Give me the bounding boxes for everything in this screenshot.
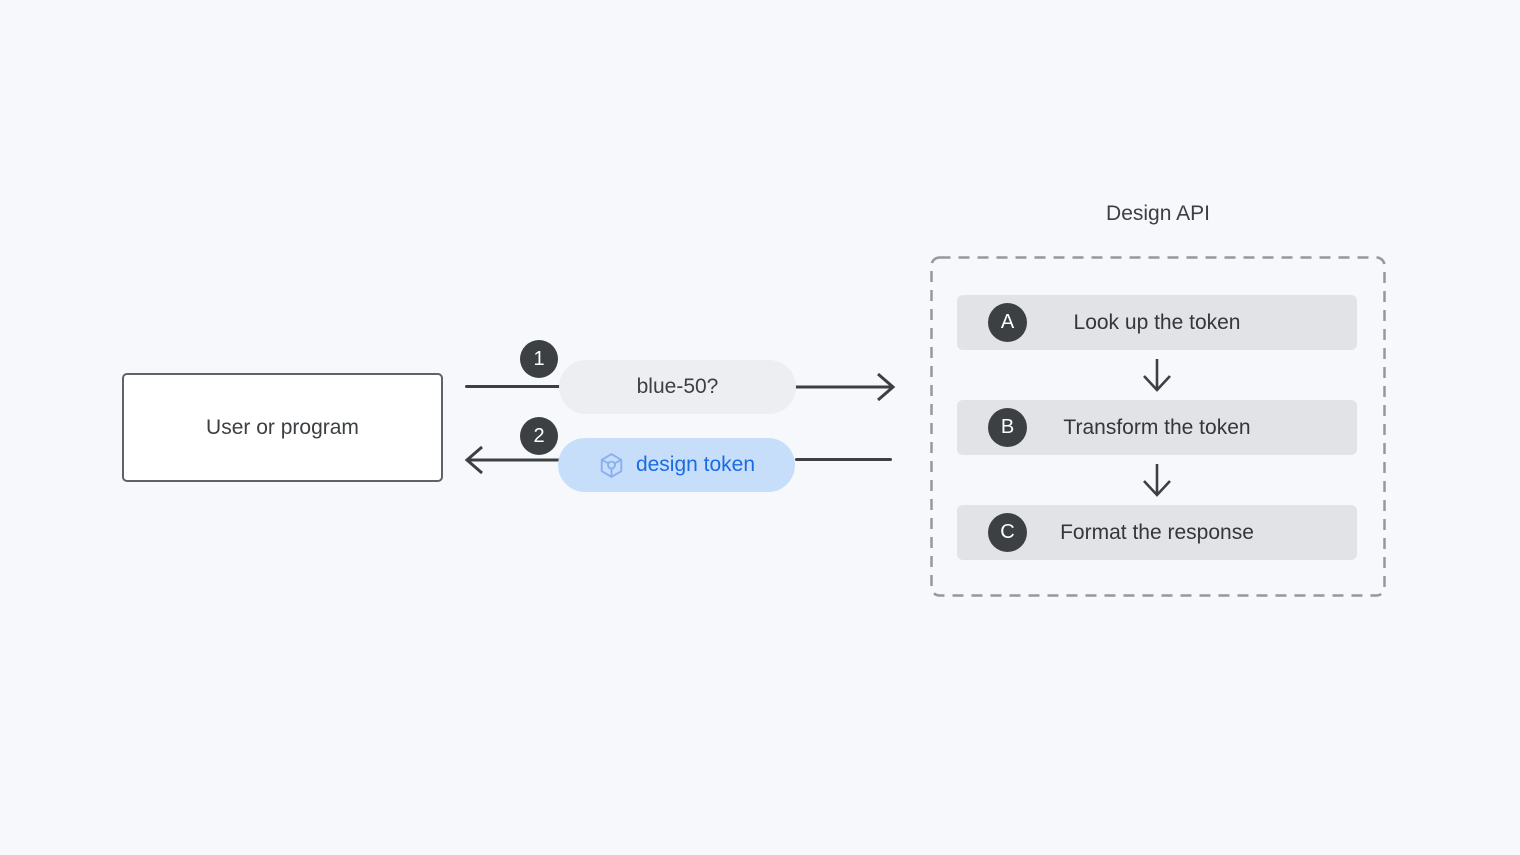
step-2-badge: 2: [520, 417, 558, 455]
request-arrow-right: [794, 372, 896, 402]
api-step-transform: B Transform the token: [957, 400, 1357, 455]
step-c-badge-label: C: [1000, 521, 1015, 543]
token-cube-icon: [600, 452, 623, 478]
response-pill: design token: [558, 438, 795, 492]
user-or-program-box: User or program: [122, 373, 443, 482]
step-b-label: Transform the token: [1063, 416, 1251, 439]
step-c-label: Format the response: [1060, 521, 1254, 544]
step-a-badge-label: A: [1000, 311, 1015, 333]
step-a-label: Look up the token: [1073, 311, 1241, 334]
step-b-badge-label: B: [1000, 416, 1015, 438]
step-b-badge: B: [988, 408, 1027, 447]
step-c-badge: C: [988, 513, 1027, 552]
step-a-badge: A: [988, 303, 1027, 342]
user-or-program-label: User or program: [206, 415, 359, 439]
design-api-title: Design API: [1106, 202, 1210, 225]
down-arrow-icon: [1143, 359, 1171, 392]
request-pill-label: blue-50?: [636, 375, 719, 398]
down-arrow-icon: [1143, 464, 1171, 497]
api-step-format: C Format the response: [957, 505, 1357, 560]
response-line-right: [795, 458, 892, 461]
step-2-badge-label: 2: [533, 424, 545, 447]
design-api-dashed-box: [930, 256, 1386, 597]
response-arrow-left: [464, 445, 562, 475]
request-line-left: [465, 385, 561, 388]
request-pill: blue-50?: [559, 360, 796, 414]
response-pill-label: design token: [635, 453, 756, 476]
step-1-badge: 1: [520, 340, 558, 378]
step-1-badge-label: 1: [533, 347, 545, 370]
api-step-lookup: A Look up the token: [957, 295, 1357, 350]
